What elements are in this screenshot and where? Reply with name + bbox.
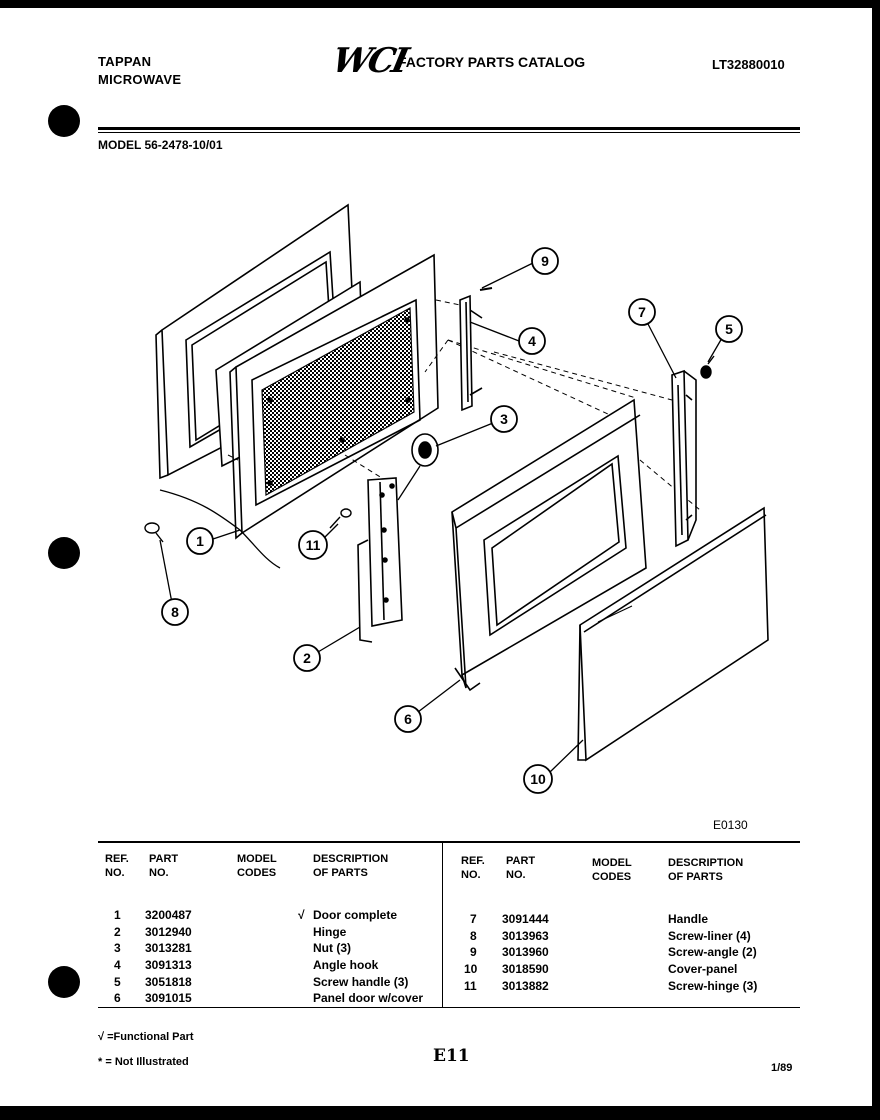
page-number: E11 <box>433 1046 470 1066</box>
part-no: 3091313 <box>145 958 192 972</box>
scan-border-right <box>872 0 880 1120</box>
description: Screw-hinge (3) <box>668 979 758 993</box>
wci-logo: WCI <box>328 41 410 81</box>
cover-panel <box>577 506 769 762</box>
part-no: 3091444 <box>502 912 549 926</box>
catalog-title: FACTORY PARTS CATALOG <box>398 54 586 70</box>
functional-mark: √ <box>298 908 305 922</box>
part-no: 3091015 <box>145 991 192 1005</box>
header-ref-no: REF. NO. <box>461 855 485 881</box>
nut <box>411 433 439 467</box>
header-rule <box>98 127 800 130</box>
table-bottom-rule <box>98 1007 800 1008</box>
callout-11: 11 <box>298 530 328 560</box>
svg-text:4: 4 <box>528 333 536 349</box>
description: Screw-liner (4) <box>668 929 751 943</box>
ref-no: 2 <box>114 925 121 939</box>
binder-hole-top <box>48 105 80 137</box>
not-illustrated-note: * = Not Illustrated <box>98 1056 189 1068</box>
screw-handle <box>700 355 715 379</box>
header-ref-no: REF. NO. <box>105 853 129 879</box>
ref-no: 3 <box>114 941 121 955</box>
description: Handle <box>668 912 709 926</box>
scan-border-top <box>0 0 880 8</box>
description: Cover-panel <box>668 962 738 976</box>
svg-text:3: 3 <box>500 411 508 427</box>
functional-part-note: √ =Functional Part <box>98 1031 194 1043</box>
ref-no: 11 <box>464 979 477 993</box>
catalog-number: LT32880010 <box>712 57 785 72</box>
header-model-codes: MODEL CODES <box>237 853 277 879</box>
part-no: 3013963 <box>502 929 549 943</box>
header-description: DESCRIPTION OF PARTS <box>668 857 744 883</box>
description: Door complete <box>313 908 398 922</box>
ref-no: 9 <box>470 945 477 959</box>
part-no: 3013960 <box>502 945 549 959</box>
description: Nut (3) <box>313 941 351 955</box>
svg-text:9: 9 <box>541 253 549 269</box>
callout-6: 6 <box>394 705 422 733</box>
svg-text:7: 7 <box>638 304 646 320</box>
part-no: 3018590 <box>502 962 549 976</box>
callout-2: 2 <box>293 644 321 672</box>
binder-hole-middle <box>48 537 80 569</box>
part-no: 3051818 <box>145 975 192 989</box>
svg-text:2: 2 <box>303 650 311 666</box>
table-top-rule <box>98 841 800 843</box>
svg-text:6: 6 <box>404 711 412 727</box>
exploded-parts-diagram: 1 2 3 4 5 6 7 8 9 10 11 <box>144 203 769 794</box>
svg-text:5: 5 <box>725 321 733 337</box>
callout-1: 1 <box>186 527 214 555</box>
svg-text:10: 10 <box>530 771 546 787</box>
svg-text:8: 8 <box>171 604 179 620</box>
angle-hook <box>459 294 483 412</box>
binder-hole-bottom <box>48 966 80 998</box>
callout-4: 4 <box>518 327 546 355</box>
callout-10: 10 <box>523 764 553 794</box>
table-column-divider <box>442 843 443 1008</box>
ref-no: 8 <box>470 929 477 943</box>
part-no: 3013882 <box>502 979 549 993</box>
screw-liner <box>144 522 164 543</box>
brand-line-2: MICROWAVE <box>98 72 182 87</box>
door-inner-frame <box>229 253 439 540</box>
ref-no: 5 <box>114 975 121 989</box>
hinge <box>357 477 403 643</box>
ref-no: 4 <box>114 958 121 972</box>
ref-no: 10 <box>464 962 478 976</box>
description: Screw handle (3) <box>313 975 409 989</box>
callout-3: 3 <box>490 405 518 433</box>
ref-no: 6 <box>114 991 121 1005</box>
panel-door <box>451 398 647 692</box>
callout-7: 7 <box>628 298 656 326</box>
part-no: 3012940 <box>145 925 192 939</box>
part-no: 3200487 <box>145 908 192 922</box>
part-no: 3013281 <box>145 941 192 955</box>
header-part-no: PART NO. <box>506 855 536 881</box>
callout-8: 8 <box>161 598 189 626</box>
ref-no: 7 <box>470 912 477 926</box>
header-description: DESCRIPTION OF PARTS <box>313 853 389 879</box>
callout-9: 9 <box>531 247 559 275</box>
ref-no: 1 <box>114 908 121 922</box>
svg-text:1: 1 <box>196 533 204 549</box>
handle <box>671 369 697 548</box>
callout-5: 5 <box>715 315 743 343</box>
figure-code: E0130 <box>713 818 748 832</box>
revision-date: 1/89 <box>771 1062 793 1074</box>
model-number: MODEL 56-2478-10/01 <box>98 138 223 152</box>
screw-hinge <box>329 508 352 529</box>
brand-line-1: TAPPAN <box>98 54 152 69</box>
description: Angle hook <box>313 958 379 972</box>
header-model-codes: MODEL CODES <box>592 857 632 883</box>
svg-text:11: 11 <box>306 537 321 553</box>
header-part-no: PART NO. <box>149 853 179 879</box>
scan-border-bottom <box>0 1106 880 1120</box>
description: Hinge <box>313 925 347 939</box>
description: Panel door w/cover <box>313 991 424 1005</box>
description: Screw-angle (2) <box>668 945 757 959</box>
header-rule-thin <box>98 132 800 133</box>
